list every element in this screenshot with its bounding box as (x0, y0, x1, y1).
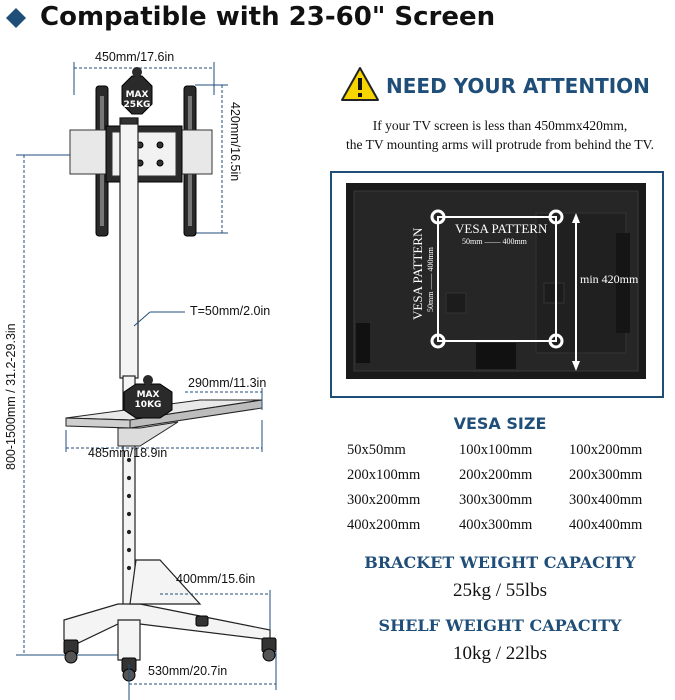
bracket-height-label: 420mm/16.5in (228, 102, 242, 182)
base-width-label: 530mm/20.7in (148, 664, 228, 678)
pole-thickness-label: T=50mm/2.0in (190, 304, 271, 318)
total-height-label: 800-1500mm / 31.2-29.3in (4, 323, 18, 470)
bracket-capacity-label: BRACKET WEIGHT CAPACITY (364, 553, 636, 572)
vesa-size-item: 200x300mm (569, 467, 643, 483)
vesa-size-item: 100x200mm (569, 442, 643, 458)
vesa-pattern-h-label: VESA PATTERN (455, 221, 548, 236)
bracket-max-badge (121, 67, 153, 115)
attention-line-1: If your TV screen is less than 450mmx420… (372, 118, 628, 133)
diamond-bullet-icon (6, 8, 26, 28)
bracket-width-label: 450mm/17.6in (95, 50, 175, 64)
vesa-pattern-v-label: VESA PATTERN (410, 227, 425, 320)
shelf-max-badge (123, 375, 173, 419)
shelf-capacity-value: 10kg / 22lbs (453, 643, 547, 664)
bracket-height-dim-line (195, 84, 228, 234)
vesa-size-item: 300x400mm (569, 492, 643, 508)
vesa-size-item: 200x200mm (459, 467, 533, 483)
vesa-size-item: 200x100mm (347, 467, 421, 483)
page-title: Compatible with 23-60" Screen (40, 2, 496, 32)
vesa-size-item: 400x300mm (459, 517, 533, 533)
shelf-capacity-label: SHELF WEIGHT CAPACITY (378, 616, 622, 635)
vesa-size-title: VESA SIZE (453, 414, 547, 433)
bracket-badge-text: MAX 25KG (123, 90, 151, 110)
vesa-size-item: 400x400mm (569, 517, 643, 533)
bracket-capacity-value: 25kg / 55lbs (453, 580, 547, 601)
vesa-size-item: 100x100mm (459, 442, 533, 458)
min-height-label: min 420mm (580, 272, 639, 286)
shelf-badge-text: MAX 10KG (134, 390, 162, 410)
vesa-h-range-label: 50mm —— 400mm (462, 237, 527, 246)
vesa-pattern-overlay (430, 209, 580, 371)
stand-pole (119, 117, 139, 607)
stand-base (63, 559, 271, 661)
bracket-width-dim-line (73, 62, 215, 95)
shelf-depth-label: 290mm/11.3in (188, 376, 267, 390)
vesa-bracket (69, 85, 213, 237)
attention-heading: NEED YOUR ATTENTION (386, 74, 650, 98)
vesa-size-item: 300x300mm (459, 492, 533, 508)
vesa-size-grid: 50x50mm 100x100mm 100x200mm 200x100mm 20… (347, 442, 675, 534)
vesa-size-item: 50x50mm (347, 442, 406, 458)
shelf-width-label: 485mm/18.9in (88, 446, 168, 460)
vesa-v-range-label: 50mm —— 400mm (426, 247, 435, 312)
warning-icon (341, 67, 379, 101)
base-depth-label: 400mm/15.6in (176, 572, 256, 586)
stand-illustration (16, 62, 277, 700)
vesa-size-item: 300x200mm (347, 492, 421, 508)
vesa-size-item: 400x200mm (347, 517, 421, 533)
attention-line-2: the TV mounting arms will protrude from … (346, 137, 654, 152)
